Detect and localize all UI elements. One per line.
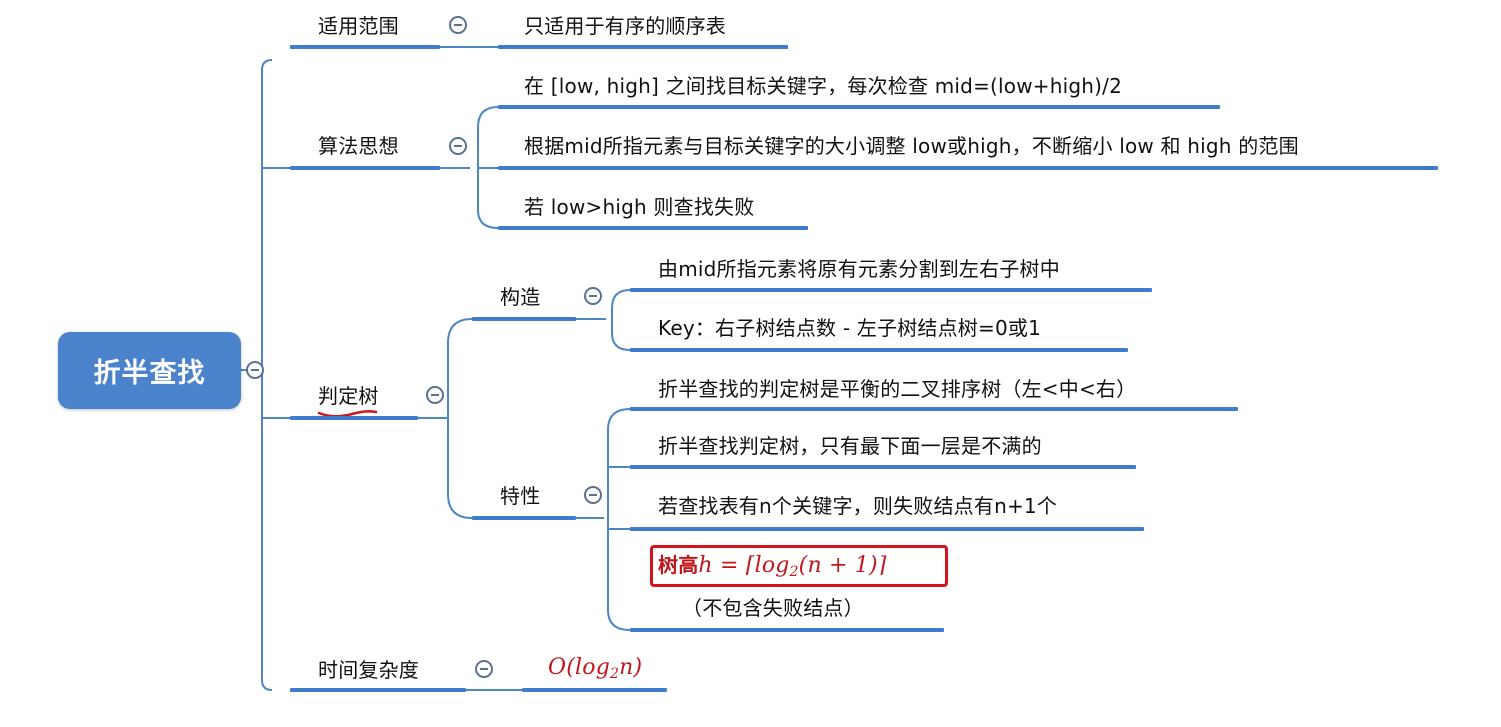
tree-height-prefix: 树高 xyxy=(658,553,699,577)
tree-underline xyxy=(290,416,418,420)
tree-height-expr-sub: 2 xyxy=(789,564,799,580)
time-formula-tail: n) xyxy=(619,655,643,680)
props-item-1-underline xyxy=(630,407,1238,411)
props-item-1: 折半查找的判定树是平衡的二叉排序树（左<中<右） xyxy=(658,377,1137,401)
root-collapse-icon[interactable] xyxy=(246,361,264,379)
time-collapse-icon[interactable] xyxy=(475,660,493,678)
props-item-3-underline xyxy=(630,527,1144,531)
tree-height-expr-tail: (n + 1)⌉ xyxy=(798,553,887,578)
scope-item-1-underline xyxy=(498,45,788,49)
idea-item-2-underline xyxy=(498,166,1438,170)
idea-item-1: 在 [low, high] 之间找目标关键字，每次检查 mid=(low+hig… xyxy=(524,74,1123,98)
highlight-box xyxy=(650,545,948,587)
construct-item-2: Key：右子树结点数 - 左子树结点树=0或1 xyxy=(658,316,1041,340)
scope-collapse-icon[interactable] xyxy=(449,16,467,34)
scope-item-1: 只适用于有序的顺序表 xyxy=(524,14,726,38)
props-collapse-icon[interactable] xyxy=(584,486,602,504)
time-formula: O(log2n) xyxy=(548,654,642,688)
idea-collapse-icon[interactable] xyxy=(449,137,467,155)
idea-item-3: 若 low>high 则查找失败 xyxy=(524,195,755,219)
props-label: 特性 xyxy=(500,484,541,508)
red-underline-mark xyxy=(317,410,378,418)
tree-label: 判定树 xyxy=(318,384,379,408)
idea-item-1-underline xyxy=(498,105,1220,109)
construct-label: 构造 xyxy=(500,285,541,309)
time-label: 时间复杂度 xyxy=(318,658,419,682)
tree-collapse-icon[interactable] xyxy=(426,386,444,404)
construct-underline xyxy=(472,317,576,321)
time-underline xyxy=(290,688,466,692)
construct-item-2-underline xyxy=(630,348,1128,352)
props-item-2: 折半查找判定树，只有最下面一层是不满的 xyxy=(658,434,1042,458)
tree-height-expr-head: h = ⌈log xyxy=(698,553,790,578)
tree-height-note: （不包含失败结点） xyxy=(682,596,864,620)
props-item-4-underline xyxy=(630,628,944,632)
time-formula-head: O(log xyxy=(548,655,610,680)
time-formula-sub: 2 xyxy=(609,666,620,682)
construct-item-1: 由mid所指元素将原有元素分割到左右子树中 xyxy=(658,257,1060,281)
idea-label: 算法思想 xyxy=(318,134,399,158)
idea-underline xyxy=(290,166,440,170)
idea-item-2: 根据mid所指元素与目标关键字的大小调整 low或high，不断缩小 low 和… xyxy=(524,134,1299,158)
props-item-3: 若查找表有n个关键字，则失败结点有n+1个 xyxy=(658,494,1058,518)
scope-underline xyxy=(290,45,440,49)
construct-item-1-underline xyxy=(630,288,1152,292)
tree-height-expr: h = ⌈log2(n + 1)⌉ xyxy=(698,553,887,580)
root-node[interactable]: 折半查找 xyxy=(58,332,241,409)
idea-item-3-underline xyxy=(498,226,808,230)
props-underline xyxy=(472,516,576,520)
scope-label: 适用范围 xyxy=(318,14,399,38)
props-item-2-underline xyxy=(630,465,1136,469)
construct-collapse-icon[interactable] xyxy=(584,287,602,305)
root-label: 折半查找 xyxy=(93,358,206,389)
time-formula-underline xyxy=(522,688,667,692)
tree-height-formula: 树高h = ⌈log2(n + 1)⌉ xyxy=(658,552,887,585)
